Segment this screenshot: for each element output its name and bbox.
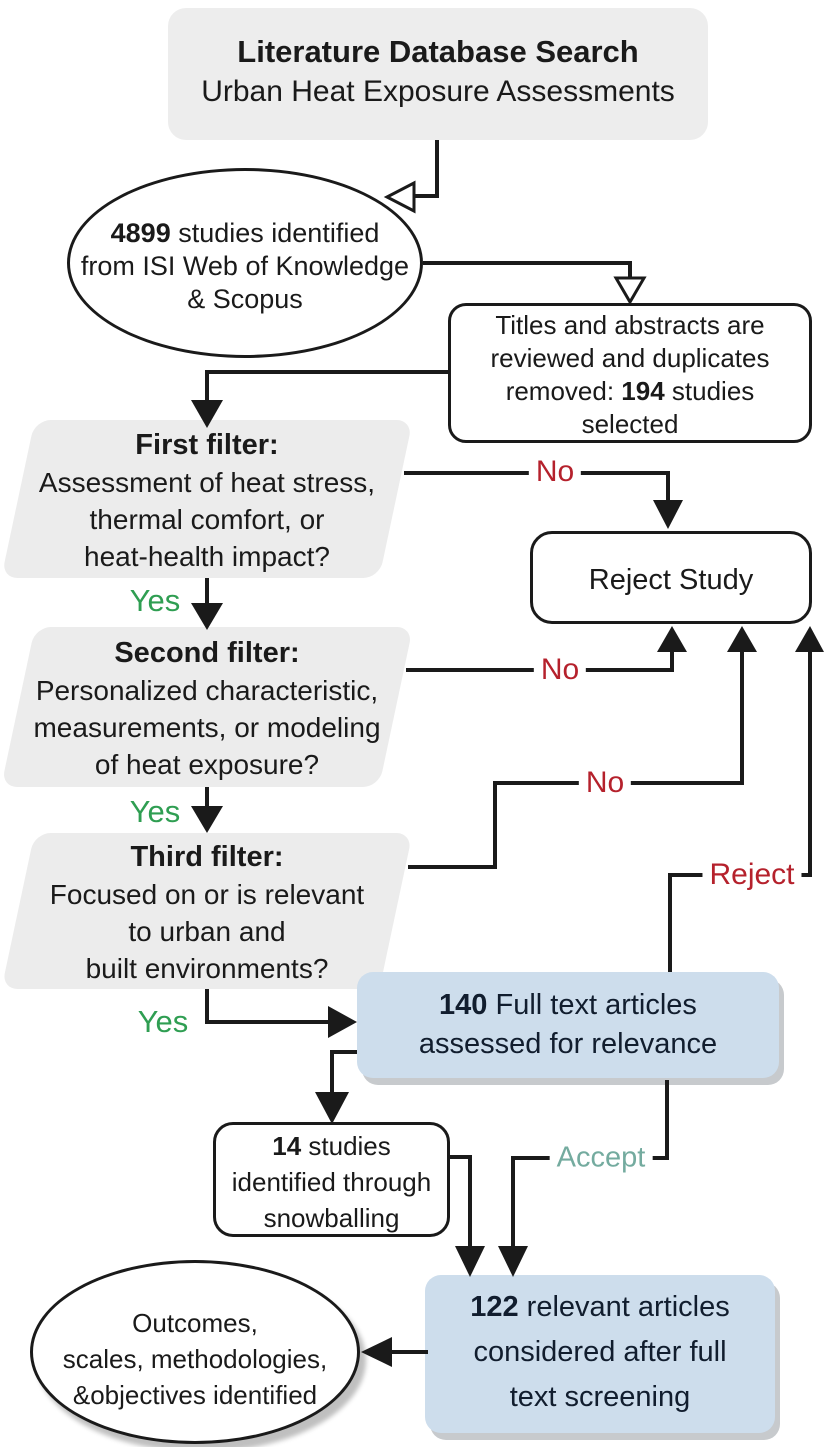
fulltext-count: 140 <box>439 989 488 1021</box>
fulltext-line2: assessed for relevance <box>418 1028 718 1060</box>
outcomes-ellipse: Outcomes, scales, methodologies, &object… <box>30 1260 360 1444</box>
header-title: Literature Database Search <box>237 34 639 69</box>
relevant-count: 122 <box>470 1291 519 1323</box>
first-filter-line3: heat-health impact? <box>84 541 330 572</box>
arrowhead-down-icon <box>315 1092 349 1124</box>
arrowhead-down-icon <box>455 1246 485 1277</box>
fulltext-articles-box: 140 Full text articles assessed for rele… <box>357 972 779 1078</box>
relevant-articles-box: 122 relevant articles considered after f… <box>425 1275 775 1433</box>
yes-label-2: Yes <box>129 794 181 829</box>
second-filter-box: Second filter: Personalized characterist… <box>0 627 414 787</box>
no-label-3: No <box>578 766 632 800</box>
snowball-line3: snowballing <box>263 1203 400 1233</box>
arrowhead-down-icon <box>191 603 223 630</box>
second-filter-line1: Personalized characteristic, <box>35 675 379 706</box>
edge-identified-to-screening <box>423 261 632 278</box>
edge-screening-to-filter1 <box>205 370 448 400</box>
accept-label: Accept <box>549 1141 653 1175</box>
relevant-line1: relevant articles <box>518 1291 730 1323</box>
screening-line4: selected <box>581 409 679 439</box>
second-filter-line2: measurements, or modeling <box>33 712 381 743</box>
relevant-line3: text screening <box>509 1381 691 1413</box>
snowball-count: 14 <box>272 1131 302 1161</box>
relevant-line2: considered after full <box>473 1336 727 1368</box>
outcomes-line1: Outcomes, <box>132 1308 258 1338</box>
edge-header-to-identified <box>414 140 439 198</box>
second-filter-title: Second filter: <box>114 637 300 669</box>
arrowhead-up-icon <box>795 626 824 652</box>
identified-count: 4899 <box>110 218 171 248</box>
first-filter-box: First filter: Assessment of heat stress,… <box>1 420 413 578</box>
identified-line1: studies identified <box>170 218 380 248</box>
screening-line2: reviewed and duplicates <box>490 343 770 373</box>
second-filter-line3: of heat exposure? <box>94 749 320 780</box>
outcomes-line2: scales, methodologies, <box>62 1344 328 1374</box>
identified-line2: from ISI Web of Knowledge <box>80 251 410 281</box>
fulltext-line1: Full text articles <box>487 989 697 1021</box>
edge-fulltext-to-snowball <box>330 1050 357 1092</box>
third-filter-line3: built environments? <box>85 953 329 984</box>
snowball-line2: identified through <box>231 1167 432 1197</box>
identified-line3: & Scopus <box>187 284 303 314</box>
reject-label: Reject <box>702 858 802 892</box>
reject-study-box: Reject Study <box>530 531 812 624</box>
third-filter-title: Third filter: <box>130 841 284 873</box>
edge-reject <box>668 652 812 972</box>
open-arrowhead-left-icon <box>383 180 416 214</box>
open-arrowhead-down-icon <box>613 276 647 305</box>
reject-study-label: Reject Study <box>588 564 754 596</box>
no-label-1: No <box>528 455 582 489</box>
arrowhead-down-icon <box>191 806 223 833</box>
arrowhead-down-icon <box>498 1246 528 1277</box>
screening-box: Titles and abstracts are reviewed and du… <box>448 303 812 443</box>
third-filter-line2: to urban and <box>128 916 286 947</box>
first-filter-title: First filter: <box>135 429 279 461</box>
arrowhead-up-icon <box>727 626 757 652</box>
edge-snowball-to-relevant <box>450 1155 472 1246</box>
third-filter-box: Third filter: Focused on or is relevant … <box>1 833 413 989</box>
snowballing-box: 14 studies identified through snowballin… <box>213 1122 450 1237</box>
third-filter-line1: Focused on or is relevant <box>49 879 365 910</box>
screening-count: 194 <box>621 376 665 406</box>
yes-label-3: Yes <box>137 1004 189 1039</box>
outcomes-line3: &objectives identified <box>72 1380 318 1410</box>
arrowhead-right-icon <box>328 1006 357 1038</box>
arrowhead-down-icon <box>653 500 683 529</box>
screening-line3-pre: removed: <box>505 376 622 406</box>
screening-line3-post: studies <box>664 376 755 406</box>
header-box: Literature Database Search Urban Heat Ex… <box>168 8 708 140</box>
screening-line1: Titles and abstracts are <box>495 310 765 340</box>
yes-label-1: Yes <box>129 583 181 618</box>
identified-studies-ellipse: 4899 studies identified from ISI Web of … <box>67 168 423 358</box>
arrowhead-up-icon <box>657 626 687 652</box>
header-subtitle: Urban Heat Exposure Assessments <box>201 75 675 108</box>
snowball-line1: studies <box>301 1131 391 1161</box>
first-filter-line2: thermal comfort, or <box>89 504 325 535</box>
arrowhead-left-icon <box>361 1337 392 1367</box>
no-label-2: No <box>533 653 587 687</box>
edge-yes3 <box>205 989 328 1024</box>
first-filter-line1: Assessment of heat stress, <box>38 467 376 498</box>
